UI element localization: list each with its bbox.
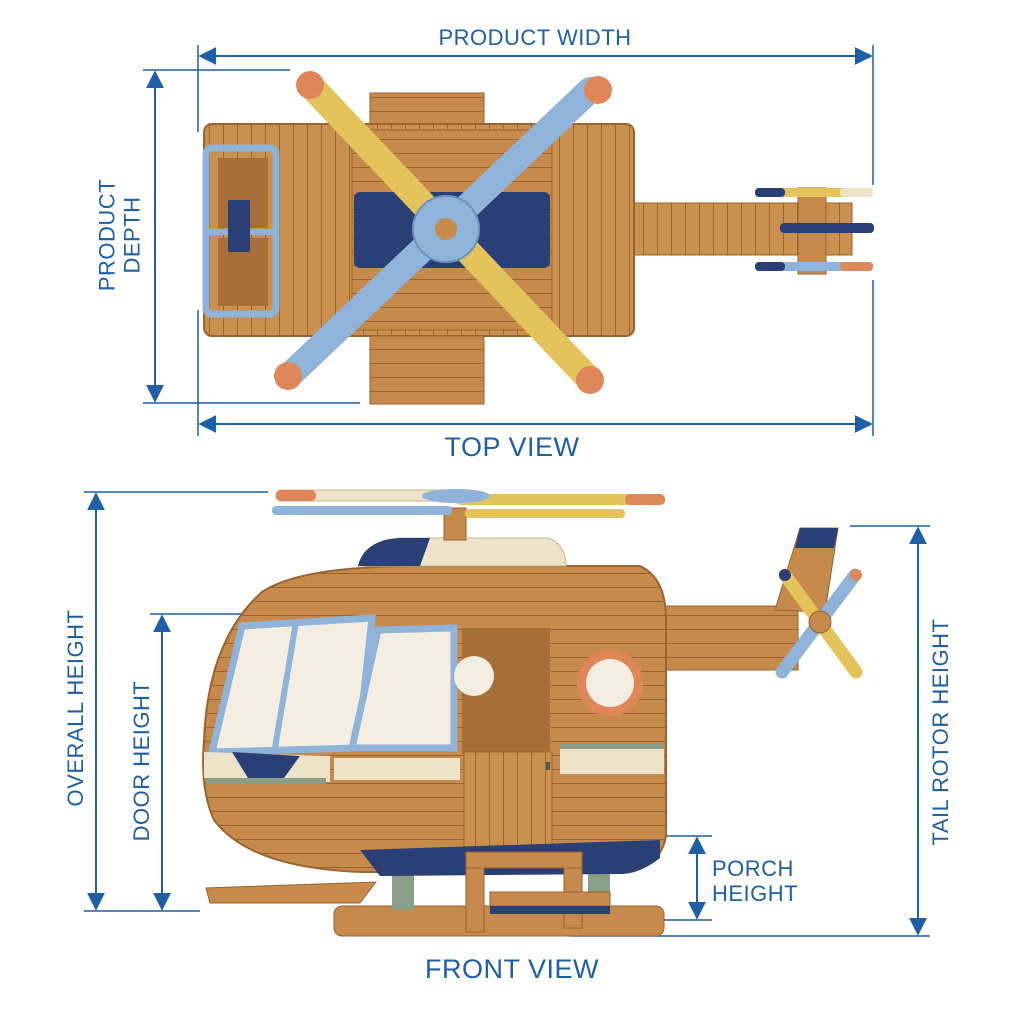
product-depth-line1: PRODUCT [94,178,120,292]
top-view-label: TOP VIEW [444,432,580,462]
helicopter-front-view-illustration [202,489,863,937]
door-height-label: DOOR HEIGHT [129,680,154,842]
porch-height-line2: HEIGHT [712,881,799,907]
front-view-label: FRONT VIEW [424,954,600,984]
helicopter-top-view-illustration [202,71,874,405]
top-view-dimensions [143,45,874,436]
product-depth-line2: DEPTH [120,196,145,274]
porch-height-line1: PORCH [712,856,794,881]
tail-rotor-height-label: TAIL ROTOR HEIGHT [928,618,953,846]
overall-height-label: OVERALL HEIGHT [63,609,88,807]
porch-height-label: PORCH HEIGHT [712,856,798,907]
product-width-label: PRODUCT WIDTH [438,25,632,50]
